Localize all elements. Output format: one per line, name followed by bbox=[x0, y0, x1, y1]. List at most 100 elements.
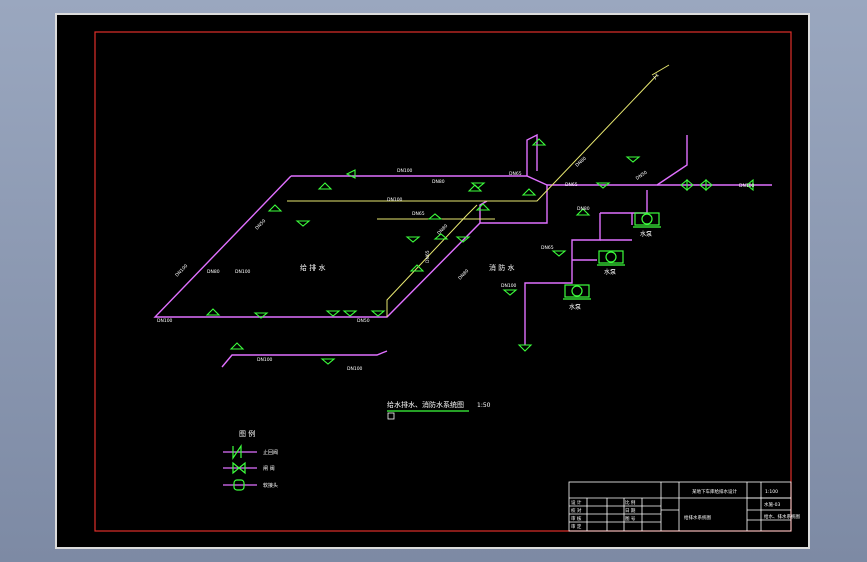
room-label-right: 消 防 水 bbox=[489, 263, 514, 272]
pipe-top-left bbox=[291, 175, 548, 186]
valve-icon bbox=[531, 138, 547, 146]
valve-icon bbox=[502, 289, 518, 296]
valve-icon bbox=[455, 236, 471, 243]
pipe-label: DN50 bbox=[254, 218, 267, 231]
valve-marks bbox=[205, 138, 754, 365]
title-row: 校 对 bbox=[571, 507, 582, 514]
pipe-label: DN80 bbox=[457, 268, 470, 281]
pipe-pump-header bbox=[600, 190, 648, 214]
pipe-label: J-1 bbox=[652, 72, 661, 81]
title-col: 日 期 bbox=[625, 508, 636, 514]
pipe-label: DN80 bbox=[574, 156, 587, 169]
legend: 图 例 止回阀 闸 阀 软接头 bbox=[223, 429, 278, 491]
drawing-frame bbox=[94, 31, 792, 532]
pipe-label: DN80 bbox=[577, 206, 590, 212]
gate-valve-icon bbox=[223, 461, 257, 475]
valve-icon bbox=[320, 358, 336, 365]
valve-icon bbox=[595, 182, 611, 189]
valve-icon bbox=[342, 310, 358, 317]
title-row: 审 核 bbox=[571, 515, 582, 522]
pump-label: 水泵 bbox=[640, 230, 652, 238]
caption-text: 给水排水、消防水系统图 bbox=[387, 400, 464, 409]
pipe-left-loop bbox=[153, 175, 548, 318]
valve-icon bbox=[370, 310, 386, 317]
designer-note: 给水、排水系统图 bbox=[764, 513, 800, 520]
pipe-label: DN65 bbox=[509, 171, 522, 177]
valve-icon bbox=[551, 250, 567, 257]
pipe-label: DN100 bbox=[501, 283, 517, 289]
project-name: 某地下车库给排水设计 bbox=[692, 488, 737, 495]
caption-scale: 1:50 bbox=[477, 402, 491, 409]
valve-icon bbox=[680, 178, 694, 192]
fire-pipe-network bbox=[287, 64, 670, 317]
fire-tip bbox=[651, 64, 670, 76]
title-block bbox=[568, 481, 792, 532]
valve-icon bbox=[625, 156, 641, 163]
title-block-text: 某地下车库给排水设计 给排水系统图 1:100 水施-03 给水、排水系统图 设… bbox=[571, 488, 800, 530]
drawing-caption: 给水排水、消防水系统图 1:50 bbox=[387, 400, 491, 420]
supply-pipe-network bbox=[153, 133, 772, 368]
drawing-canvas: 水泵 水泵 水泵 给 排 水 消 防 水 J-1 DN100 DN80 DN65… bbox=[94, 31, 800, 532]
pipe-label: DN50 bbox=[635, 170, 649, 182]
valve-icon bbox=[267, 204, 283, 212]
fire-main bbox=[287, 74, 658, 202]
pipe-label: DN100 bbox=[347, 366, 363, 372]
fire-diag bbox=[386, 204, 478, 317]
pump-unit bbox=[597, 250, 625, 266]
title-col: 比 例 bbox=[625, 499, 636, 506]
valve-icon bbox=[295, 220, 311, 227]
pipe-label: DN100 bbox=[397, 168, 413, 174]
valve-icon bbox=[229, 342, 245, 350]
pipe-riser-left bbox=[479, 200, 488, 223]
scale-value: 1:100 bbox=[765, 489, 778, 495]
valve-icon bbox=[345, 169, 356, 179]
valve-icon bbox=[205, 308, 221, 316]
sheet-number: 水施-03 bbox=[764, 501, 780, 508]
valve-icon bbox=[253, 312, 269, 319]
valve-icon bbox=[325, 310, 341, 317]
drawing-name: 给排水系统图 bbox=[684, 514, 711, 521]
pipe-label: DN100 bbox=[174, 263, 189, 278]
cad-viewport[interactable]: 水泵 水泵 水泵 给 排 水 消 防 水 J-1 DN100 DN80 DN65… bbox=[55, 13, 810, 549]
pump-label: 水泵 bbox=[604, 268, 616, 276]
pump-unit bbox=[633, 212, 661, 228]
pipe-label: DN65 bbox=[425, 250, 431, 263]
valve-icon bbox=[517, 344, 533, 352]
pipe-lower bbox=[221, 350, 388, 368]
pipe-right-main bbox=[547, 135, 688, 186]
pipe-label: DN65 bbox=[565, 182, 578, 188]
valve-icon bbox=[427, 213, 443, 220]
title-row: 审 定 bbox=[571, 523, 582, 530]
title-row: 设 计 bbox=[571, 499, 582, 506]
pipe-riser-mid bbox=[526, 133, 538, 176]
title-col: 图 号 bbox=[625, 516, 636, 522]
valve-icon bbox=[475, 203, 491, 211]
valve-icon bbox=[470, 182, 486, 189]
valve-icon bbox=[409, 264, 425, 272]
pipe-label: DN100 bbox=[257, 357, 273, 363]
legend-label: 软接头 bbox=[263, 482, 278, 489]
valve-icon bbox=[699, 178, 713, 192]
valve-icon bbox=[433, 233, 449, 240]
pipe-label: DN80 bbox=[207, 269, 220, 275]
pipe-label: DN100 bbox=[157, 318, 173, 324]
check-valve-icon bbox=[223, 444, 257, 460]
pipe-label: DN50 bbox=[357, 318, 370, 324]
pump-group bbox=[563, 212, 661, 300]
pump-label: 水泵 bbox=[569, 303, 581, 311]
pipe-label: DN80 bbox=[436, 223, 449, 236]
valve-icon bbox=[575, 208, 591, 216]
legend-title: 图 例 bbox=[239, 429, 255, 438]
pipe-label: DN80 bbox=[432, 179, 445, 185]
valve-icon bbox=[746, 178, 754, 192]
legend-label: 闸 阀 bbox=[263, 465, 275, 472]
valve-icon bbox=[405, 236, 421, 243]
pipe-label: DN100 bbox=[387, 197, 403, 203]
pipe-label: DN100 bbox=[235, 269, 251, 275]
pump-unit bbox=[563, 284, 591, 300]
valve-icon bbox=[317, 182, 333, 190]
room-label-left: 给 排 水 bbox=[300, 263, 325, 272]
pipe-pump-drop bbox=[524, 213, 601, 345]
pipe-label: DN65 bbox=[412, 211, 425, 217]
flexible-joint-icon bbox=[223, 479, 257, 491]
